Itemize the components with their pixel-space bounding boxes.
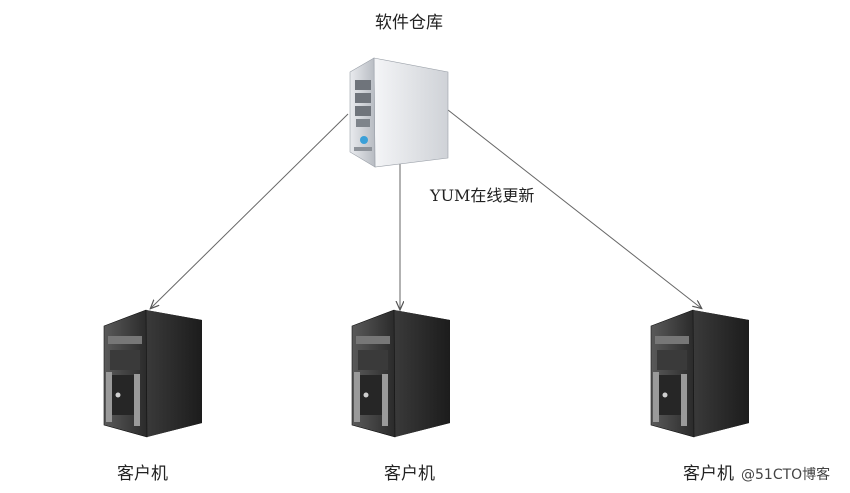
client-label: 客户机 <box>384 464 435 484</box>
client-label: 客户机 <box>117 464 168 484</box>
client-computer-icon <box>650 309 749 438</box>
arrow-to-client-3 <box>447 109 701 308</box>
watermark-text: @51CTO博客 <box>741 467 831 483</box>
yum-update-label: YUM在线更新 <box>430 186 535 205</box>
client-label: 客户机 <box>683 464 734 484</box>
repository-label: 软件仓库 <box>375 13 443 33</box>
client-computer-icon <box>351 309 450 438</box>
repository-server-icon <box>349 57 449 168</box>
client-computer-icon <box>103 309 202 438</box>
arrow-to-client-1 <box>151 113 349 308</box>
